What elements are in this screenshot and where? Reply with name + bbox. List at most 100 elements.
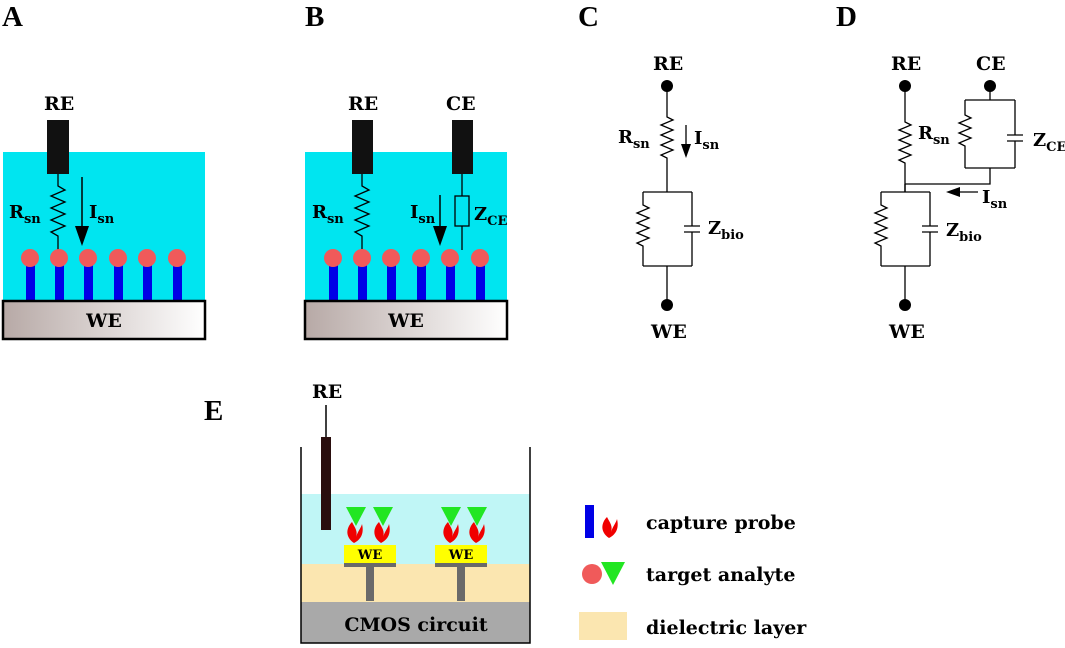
capture-probe	[469, 522, 485, 543]
capture-probe	[358, 262, 367, 300]
legend-item-dielectric-layer: dielectric layer	[579, 612, 807, 640]
target-analyte	[467, 507, 487, 526]
capture-probe-icon	[585, 505, 594, 538]
capture-probe	[84, 262, 93, 300]
panel-c-resistor-rsn	[659, 86, 675, 192]
we-chip	[435, 545, 487, 563]
panel-d: D RE CE Rsn ZCE Isn Zbio WE	[836, 1, 1065, 343]
panel-a-label: A	[2, 1, 23, 33]
target-analyte	[382, 249, 400, 267]
panel-b-current-arrowhead	[433, 226, 447, 246]
capture-probe	[347, 522, 363, 543]
panel-c-r-label: Rsn	[618, 127, 650, 152]
legend: capture probe target analyte dielectric …	[579, 505, 807, 640]
panel-c-current-arrowhead	[681, 144, 691, 158]
panel-a-probe-row	[21, 249, 186, 300]
panel-a: A RE Rsn Isn WE	[1, 1, 207, 341]
panel-a-we-label: WE	[85, 310, 122, 332]
panel-a-re-label: RE	[44, 93, 74, 115]
panel-d-ce-label: CE	[976, 53, 1006, 75]
legend-label-target-analyte: target analyte	[646, 564, 795, 586]
target-analyte	[50, 249, 68, 267]
panel-b-solution	[305, 152, 507, 302]
panel-d-parallel-rc	[873, 184, 938, 305]
target-analyte	[109, 249, 127, 267]
panel-a-i-label: Isn	[89, 202, 115, 227]
panel-b-label: B	[305, 1, 324, 33]
panel-b-reference-electrode	[352, 120, 373, 174]
target-analyte-icon	[601, 562, 625, 585]
capture-probe	[374, 522, 390, 543]
capture-probe	[329, 262, 338, 300]
panel-b-probe-row	[324, 249, 489, 300]
capture-probe	[417, 262, 426, 300]
target-analyte	[441, 507, 461, 526]
panel-e-we-left-label: WE	[357, 548, 383, 563]
target-analyte	[471, 249, 489, 267]
panel-c-re-label: RE	[653, 53, 683, 75]
target-analyte	[441, 249, 459, 267]
panel-e: E CMOS circuit RE WE WE	[204, 381, 531, 644]
panel-b-counter-electrode	[452, 120, 473, 174]
target-analyte	[373, 507, 393, 526]
panel-d-i-label: Isn	[982, 187, 1008, 212]
capture-probe-icon	[602, 517, 618, 538]
panel-e-label: E	[204, 395, 223, 427]
panel-b-i-label: Isn	[410, 202, 436, 227]
panel-a-current-arrowhead	[75, 226, 89, 246]
panel-b-ce-label: CE	[446, 93, 476, 115]
panel-c-we-label: WE	[650, 321, 687, 343]
capture-probe	[26, 262, 35, 300]
panel-e-cmos-circuit	[301, 602, 530, 643]
panel-e-container	[300, 447, 531, 644]
target-analyte	[168, 249, 186, 267]
panel-d-re-label: RE	[891, 53, 921, 75]
legend-label-dielectric-layer: dielectric layer	[646, 617, 807, 639]
panel-d-ce-parallel-rc	[905, 86, 1023, 185]
panel-d-z-label: Zbio	[946, 220, 982, 245]
panel-d-current-arrowhead	[946, 187, 960, 197]
dielectric-layer-icon	[579, 612, 627, 640]
panel-e-dielectric-layer	[301, 564, 530, 602]
panel-c: C RE Rsn Isn Zbio WE	[578, 1, 744, 343]
capture-probe	[114, 262, 123, 300]
panel-e-cmos-label: CMOS circuit	[344, 614, 487, 636]
we-chip	[344, 545, 396, 563]
legend-label-capture-probe: capture probe	[646, 512, 796, 534]
panel-e-solution	[301, 494, 530, 564]
panel-a-r-label: Rsn	[9, 202, 41, 227]
panel-a-resistor	[49, 174, 67, 250]
panel-c-we-node	[661, 299, 673, 311]
target-analyte	[79, 249, 97, 267]
legend-item-capture-probe: capture probe	[585, 505, 796, 538]
panel-a-working-electrode	[1, 299, 207, 341]
panel-e-we-left: WE	[344, 507, 396, 601]
via-cap	[344, 562, 396, 567]
panel-c-i-label: Isn	[694, 128, 720, 153]
panel-d-resistor-rsn	[897, 86, 913, 192]
target-analyte-icon	[582, 564, 602, 584]
panel-d-r-label: Rsn	[918, 123, 950, 148]
capture-probe	[173, 262, 182, 300]
via-stem	[457, 565, 465, 601]
panel-b-re-label: RE	[348, 93, 378, 115]
panel-e-we-right: WE	[435, 507, 487, 601]
capture-probe	[143, 262, 152, 300]
via-cap	[435, 562, 487, 567]
panel-a-solution	[3, 152, 205, 302]
target-analyte	[21, 249, 39, 267]
panel-b-we-label: WE	[387, 310, 424, 332]
target-analyte	[138, 249, 156, 267]
legend-item-target-analyte: target analyte	[582, 562, 795, 586]
panel-d-label: D	[836, 1, 857, 33]
target-analyte	[324, 249, 342, 267]
panel-e-reference-electrode	[321, 437, 331, 530]
capture-probe	[446, 262, 455, 300]
panel-b: B RE CE Rsn ZCE Isn WE	[303, 1, 509, 341]
panel-b-resistor	[353, 174, 371, 250]
panel-a-reference-electrode	[47, 120, 69, 174]
panel-d-zce-label: ZCE	[1033, 130, 1065, 155]
panel-c-label: C	[578, 1, 599, 33]
panel-b-working-electrode	[303, 299, 509, 341]
